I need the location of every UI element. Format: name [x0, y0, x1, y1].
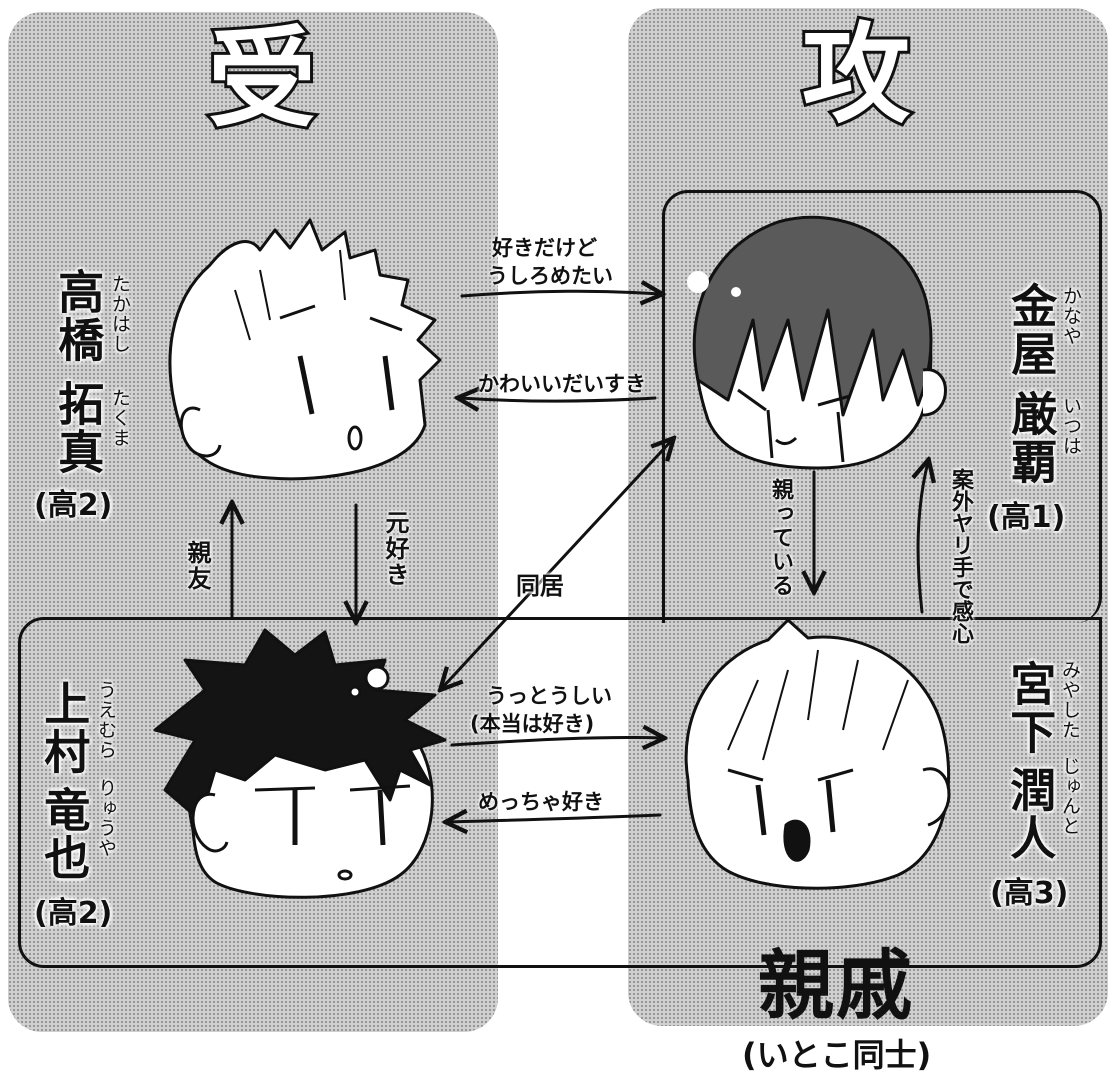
uemura-face — [153, 628, 447, 899]
relatives-heading: 親戚 — [758, 941, 914, 1030]
kanaya-to-takahashi-label: かわいいだいすき — [478, 372, 646, 396]
takahashi-to-kanaya-label-1: 好きだけど — [492, 236, 597, 260]
takahashi-face — [168, 218, 442, 481]
miyashita-ruby-bottom: じゅんと — [1059, 756, 1081, 836]
relatives-note: (いとこ同士) — [742, 1036, 932, 1074]
miyashita-name-bottom: 潤人 — [1003, 766, 1058, 862]
former-crush-label: 元好き — [381, 510, 409, 588]
kanaya-name: 金屋 かなや 厳覇 いつは (高1) — [987, 282, 1095, 535]
kanaya-name-bottom: 厳覇 — [1004, 390, 1059, 486]
arrow-uemura-to-miyashita — [450, 737, 662, 745]
uemura-ruby-bottom: りゅうや — [95, 778, 117, 858]
best-friend-label: 親友 — [183, 540, 211, 592]
arrow-miyashita-to-kanaya — [918, 462, 928, 614]
miyashita-to-uemura-label: めっちゃ好き — [478, 790, 604, 814]
takahashi-to-kanaya-label-2: うしろめたい — [487, 264, 613, 288]
uemura-name-top: 上村 — [37, 680, 92, 776]
kanaya-to-miyashita-label: 親っている — [768, 478, 793, 598]
uemura-to-miyashita-label-1: うっとうしい — [486, 684, 612, 708]
uke-heading: 受 — [205, 17, 319, 142]
kanaya-ruby-bottom: いつは — [1060, 396, 1082, 456]
takahashi-name: 高橋 たかはし 拓真 たくま (高2) — [34, 268, 140, 523]
miyashita-name-top: 宮下 — [1003, 660, 1058, 756]
uemura-to-miyashita-label-2: (本当は好き) — [470, 712, 595, 736]
uemura-grade: (高2) — [34, 896, 113, 931]
kanaya-ruby-top: かなや — [1060, 286, 1082, 346]
takahashi-ruby-bottom: たくま — [109, 388, 131, 448]
miyashita-grade: (高3) — [990, 876, 1069, 911]
miyashita-to-kanaya-label: 案外ヤリ手で感心 — [948, 468, 973, 644]
miyashita-face — [684, 618, 951, 890]
takahashi-name-bottom: 拓真 — [51, 380, 106, 476]
uke-panel — [8, 12, 498, 1032]
seme-heading: 攻 — [799, 13, 913, 138]
arrow-takahashi-to-kanaya — [460, 291, 660, 296]
miyashita-ruby-top: みやした — [1059, 660, 1081, 740]
kanaya-name-top: 金屋 — [1004, 282, 1059, 378]
kanaya-grade: (高1) — [987, 500, 1066, 535]
takahashi-grade: (高2) — [34, 488, 113, 523]
uemura-name-bottom: 竜也 — [37, 786, 92, 882]
living-together-label: 同居 — [516, 572, 564, 600]
uemura-ruby-top: うえむら — [95, 680, 117, 760]
takahashi-ruby-top: たかはし — [109, 274, 131, 354]
arrow-living-together — [442, 440, 672, 688]
takahashi-name-top: 高橋 — [51, 268, 106, 364]
miyashita-name: 宮下 みやした 潤人 じゅんと (高3) — [990, 660, 1096, 911]
arrow-kanaya-to-takahashi — [460, 398, 657, 401]
arrow-miyashita-to-uemura — [448, 815, 662, 822]
kanaya-face — [687, 215, 947, 470]
uemura-name: 上村 うえむら 竜也 りゅうや (高2) — [34, 680, 138, 931]
seme-panel — [628, 8, 1108, 1026]
